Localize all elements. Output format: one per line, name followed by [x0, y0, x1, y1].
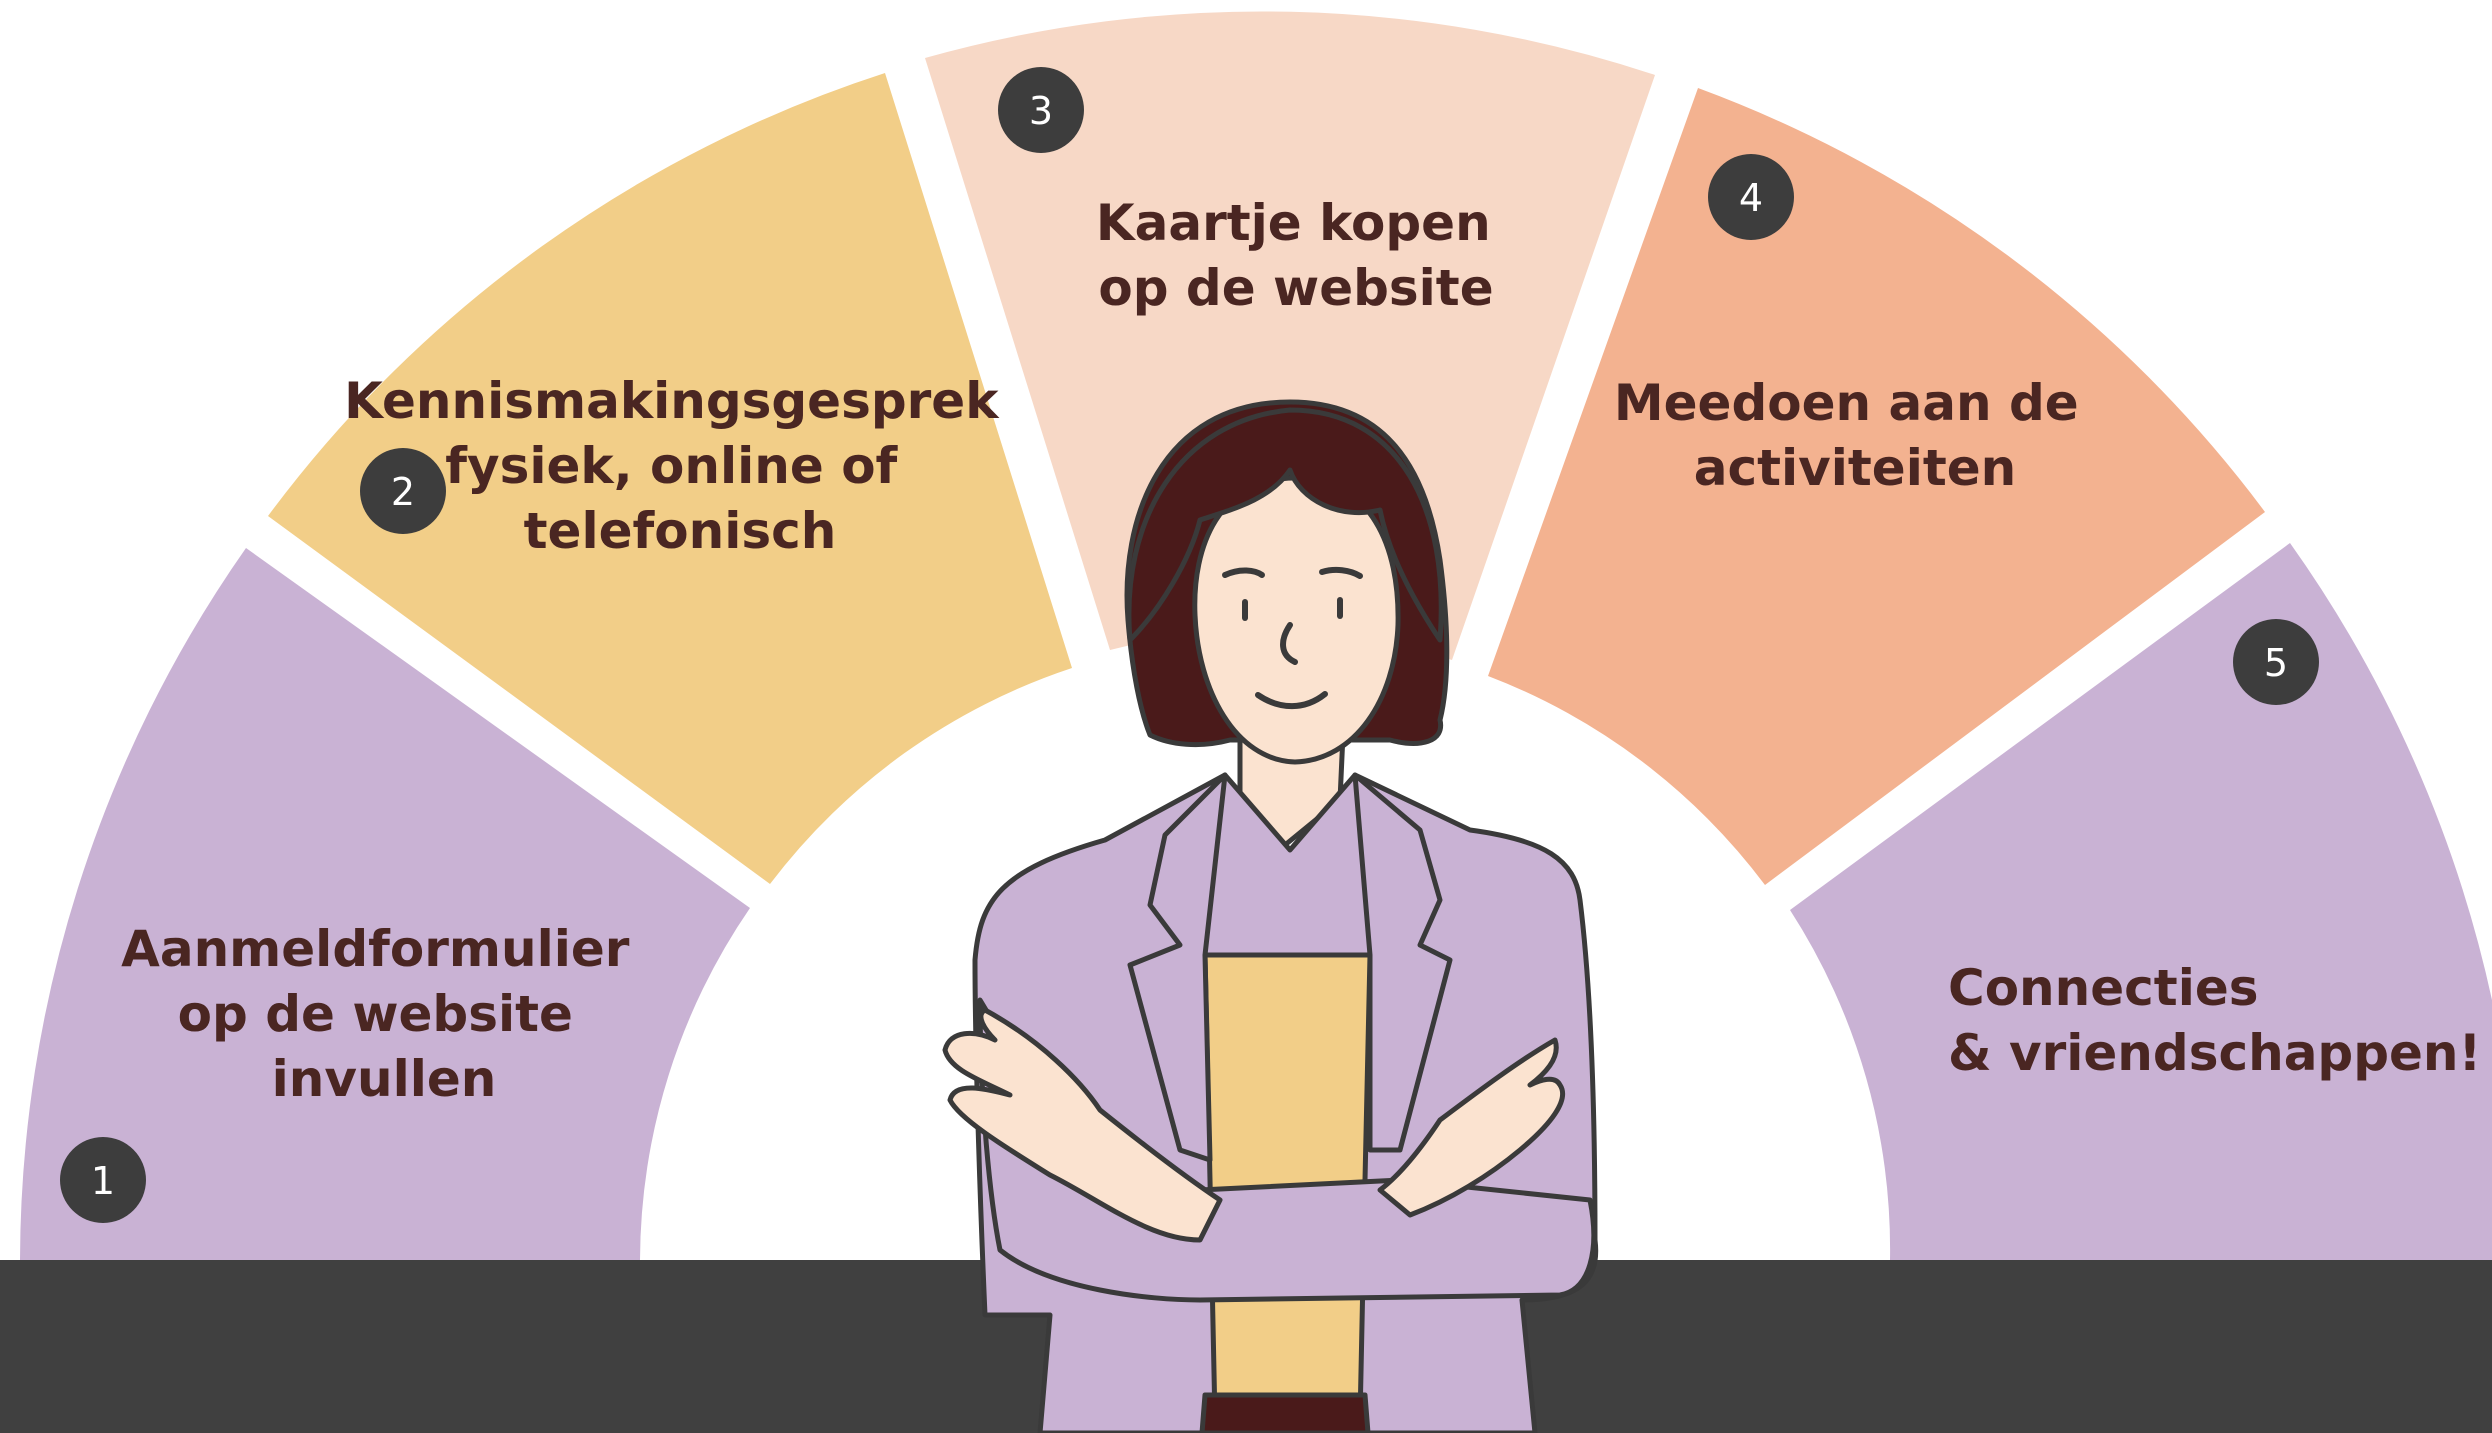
step-5-badge: 5 — [2233, 619, 2319, 705]
step-5-label-line-1: Connecties — [1948, 959, 2259, 1017]
right-hand — [1377, 1037, 1566, 1218]
segment-step-5 — [1790, 543, 2492, 1260]
step-4-label-line-1: Meedoen aan de — [1614, 374, 2079, 432]
step-5-badge-circle — [2233, 619, 2319, 705]
left-lapel — [1127, 772, 1228, 1163]
step-5-number: 5 — [2264, 641, 2288, 685]
right-lapel — [1352, 772, 1453, 1153]
step-4-label-line-2: activiteiten — [1694, 439, 2017, 497]
step-3-badge-circle — [998, 67, 1084, 153]
step-3-label-line-1: Kaartje kopen — [1096, 194, 1491, 252]
step-2-label-line-1: Kennismakingsgesprek — [344, 372, 1000, 430]
segment-step-1 — [20, 548, 750, 1260]
step-2-label-line-2: fysiek, online of — [445, 437, 898, 495]
step-2-badge-circle — [360, 448, 446, 534]
right-eyebrow — [1319, 566, 1363, 579]
step-5-label-line-2: & vriendschappen! — [1948, 1024, 2481, 1082]
step-3-label-line-2: op de website — [1098, 259, 1493, 317]
step-1-label-line-3: invullen — [272, 1050, 497, 1108]
step-2-badge: 2 — [360, 448, 446, 534]
segment-step-2 — [268, 73, 1072, 884]
left-eyebrow — [1222, 567, 1265, 578]
step-4-badge-circle — [1708, 154, 1794, 240]
step-labels: Aanmeldformulier op de website invullen … — [121, 194, 2481, 1108]
step-5-label: Connecties & vriendschappen! — [1948, 959, 2481, 1082]
step-1-badge-circle — [60, 1137, 146, 1223]
step-1-number: 1 — [91, 1159, 115, 1203]
step-badges: 1 2 3 4 5 — [60, 67, 2319, 1223]
step-1-label: Aanmeldformulier op de website invullen — [121, 920, 647, 1108]
step-3-label: Kaartje kopen op de website — [1096, 194, 1508, 317]
face — [1192, 475, 1401, 765]
hair-fringe — [1126, 407, 1444, 643]
step-1-label-line-1: Aanmeldformulier — [121, 920, 630, 978]
arc-segments — [20, 11, 2492, 1260]
trousers — [1199, 1392, 1371, 1433]
mouth — [1255, 691, 1328, 710]
step-3-number: 3 — [1029, 89, 1053, 133]
left-hand — [942, 1007, 1223, 1243]
step-4-label: Meedoen aan de activiteiten — [1614, 374, 2096, 497]
segment-step-3 — [925, 11, 1655, 660]
step-1-badge: 1 — [60, 1137, 146, 1223]
step-4-number: 4 — [1739, 176, 1763, 220]
step-2-number: 2 — [391, 470, 415, 514]
nose — [1280, 622, 1298, 665]
step-3-badge: 3 — [998, 67, 1084, 153]
segment-step-4 — [1488, 88, 2265, 885]
woman-illustration — [942, 399, 1599, 1433]
step-4-badge: 4 — [1708, 154, 1794, 240]
step-2-label: Kennismakingsgesprek fysiek, online of t… — [344, 372, 1016, 560]
step-1-label-line-2: op de website — [178, 985, 573, 1043]
step-2-label-line-3: telefonisch — [524, 502, 837, 560]
